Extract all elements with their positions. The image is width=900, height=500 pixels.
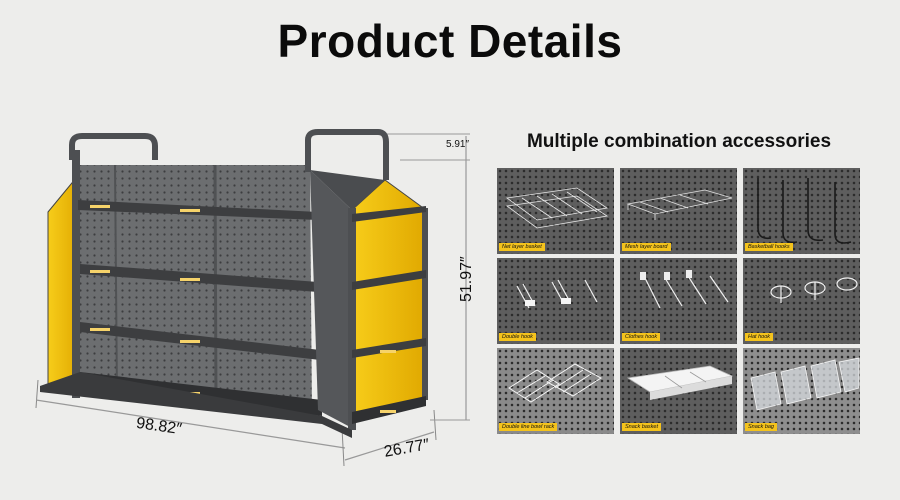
basketball-hooks-icon	[757, 178, 852, 244]
accessory-clothes-hook: Clothes hook	[620, 258, 737, 344]
height-dimension-label: 51.97″	[458, 256, 475, 302]
accessory-label: Double line bowl rack	[499, 423, 558, 431]
accessory-label: Basketball hooks	[745, 243, 793, 251]
accessory-double-line-bowl-rack: Double line bowl rack	[497, 348, 614, 434]
accessory-snack-basket: Snack basket	[620, 348, 737, 434]
accessory-snack-bag: Snack bag	[743, 348, 860, 434]
accessory-label: Mesh layer board	[622, 243, 671, 251]
page-title: Product Details	[277, 15, 623, 67]
accessory-double-hook: Double hook	[497, 258, 614, 344]
accessories-title: Multiple combination accessories	[526, 131, 832, 152]
accessories-grid: Net layer basket Mesh layer board Basket…	[497, 168, 860, 434]
accessory-mesh-layer-board: Mesh layer board	[620, 168, 737, 254]
gondola-shelf-image	[35, 129, 470, 467]
snack-bag-icon	[750, 357, 860, 411]
accessory-net-layer-basket: Net layer basket	[497, 168, 614, 254]
double-hook-icon	[516, 279, 598, 309]
hat-hook-icon	[770, 277, 858, 303]
bowl-rack-icon	[508, 363, 602, 403]
accessory-label: Snack bag	[745, 423, 777, 431]
snack-basket-icon	[626, 365, 734, 400]
accessory-label: Net layer basket	[499, 243, 545, 251]
accessory-label: Snack basket	[622, 423, 662, 431]
wire-basket-icon	[505, 187, 609, 229]
accessory-label: Clothes hook	[622, 333, 661, 341]
clothes-hook-icon	[640, 270, 729, 309]
accessory-basketball-hooks: Basketball hooks	[743, 168, 860, 254]
mesh-board-icon	[626, 189, 733, 220]
top-dimension-label: 5.91″	[446, 139, 470, 150]
accessory-label: Hat hook	[745, 333, 774, 341]
accessory-hat-hook: Hat hook	[743, 258, 860, 344]
accessory-label: Double hook	[499, 333, 536, 341]
